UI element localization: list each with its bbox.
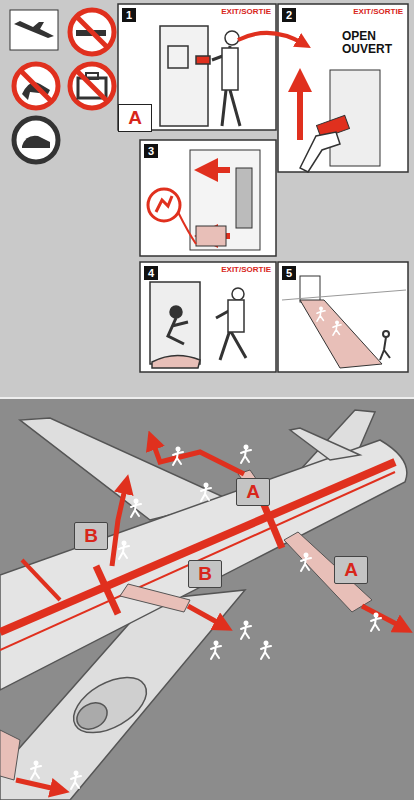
instruction-panel: 3 [140, 140, 276, 256]
top-ground [0, 0, 414, 398]
escape-slides [0, 470, 372, 780]
callout-number: 1 [122, 8, 136, 22]
exit-marker-box: B [74, 522, 108, 550]
exit-label: EXIT/SORTIE [220, 265, 272, 274]
no-baggage-icon [70, 64, 114, 108]
callout-number: 5 [282, 266, 296, 280]
exit-label: EXIT/SORTIE [220, 7, 272, 16]
exit-letter: A [237, 479, 269, 505]
instruction-panel: 4 EXIT/SORTIE [140, 262, 276, 372]
no-heels-icon [14, 64, 58, 108]
callout-number: 2 [282, 8, 296, 22]
instruction-panel: 2 EXIT/SORTIE OPEN OUVERT [278, 4, 408, 172]
exit-letter: A [335, 557, 367, 583]
floor-lighting-stripes [0, 462, 395, 650]
flat-shoe-icon [14, 118, 58, 162]
door-inflation-scene [148, 150, 260, 250]
slide-scene [282, 276, 406, 368]
exit-marker-box: A [334, 556, 368, 584]
red-curved-arrow [238, 33, 304, 44]
door-handle-scene [160, 26, 240, 126]
exit-marker-box: B [188, 560, 222, 588]
exit-letter: B [75, 523, 107, 549]
lever-scene [300, 70, 380, 172]
exit-label: EXIT/SORTIE [352, 7, 404, 16]
callout-number: 3 [144, 144, 158, 158]
airplane [0, 410, 407, 800]
exit-letter: A [119, 105, 151, 131]
bottom-ground [0, 398, 414, 800]
exit-letter: B [189, 561, 221, 587]
exit-marker-box: A [236, 478, 270, 506]
no-smoking-icon [70, 10, 114, 54]
divider [0, 397, 414, 399]
plane-icon [10, 10, 58, 50]
panel-frames [118, 4, 408, 372]
open-label: OPEN OUVERT [342, 30, 394, 56]
evacuees [31, 445, 381, 790]
callout-number: 4 [144, 266, 158, 280]
jump-scene [150, 282, 246, 368]
instruction-panel: 5 [278, 262, 408, 372]
escape-arrows [16, 440, 404, 790]
exit-marker-box: A [118, 104, 152, 132]
